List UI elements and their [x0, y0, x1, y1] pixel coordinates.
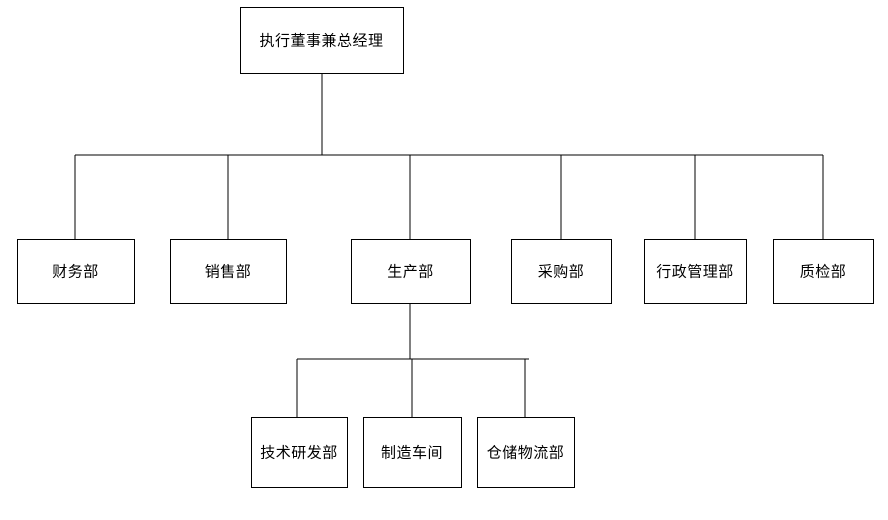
- node-label-n6: 质检部: [800, 263, 847, 281]
- connector-layer: [74, 73, 824, 417]
- node-box-n8[interactable]: [362, 416, 463, 489]
- org-node-n5[interactable]: 行政管理部: [643, 238, 748, 305]
- node-label-n9: 仓储物流部: [487, 444, 565, 462]
- org-node-n8[interactable]: 制造车间: [362, 416, 463, 489]
- org-node-n3[interactable]: 生产部: [350, 238, 472, 305]
- node-box-n4[interactable]: [510, 238, 613, 305]
- node-box-n7[interactable]: [250, 416, 349, 489]
- node-box-n5[interactable]: [643, 238, 748, 305]
- node-label-n4: 采购部: [538, 263, 585, 281]
- node-label-n1: 财务部: [52, 263, 99, 281]
- node-label-n2: 销售部: [205, 263, 252, 281]
- org-node-n7[interactable]: 技术研发部: [250, 416, 349, 489]
- node-label-n8: 制造车间: [381, 444, 443, 462]
- node-label-n0: 执行董事兼总经理: [259, 32, 383, 50]
- org-node-n6[interactable]: 质检部: [772, 238, 875, 305]
- node-box-n2[interactable]: [169, 238, 288, 305]
- org-node-n4[interactable]: 采购部: [510, 238, 613, 305]
- node-label-n3: 生产部: [387, 263, 434, 281]
- org-node-n1[interactable]: 财务部: [16, 238, 136, 305]
- org-node-n2[interactable]: 销售部: [169, 238, 288, 305]
- org-node-n9[interactable]: 仓储物流部: [476, 416, 576, 489]
- node-box-n1[interactable]: [16, 238, 136, 305]
- org-node-n0[interactable]: 执行董事兼总经理: [239, 6, 405, 75]
- node-box-n6[interactable]: [772, 238, 875, 305]
- node-label-n7: 技术研发部: [260, 444, 338, 462]
- node-box-n9[interactable]: [476, 416, 576, 489]
- node-box-n0[interactable]: [239, 6, 405, 75]
- node-label-n5: 行政管理部: [656, 263, 734, 281]
- node-box-n3[interactable]: [350, 238, 472, 305]
